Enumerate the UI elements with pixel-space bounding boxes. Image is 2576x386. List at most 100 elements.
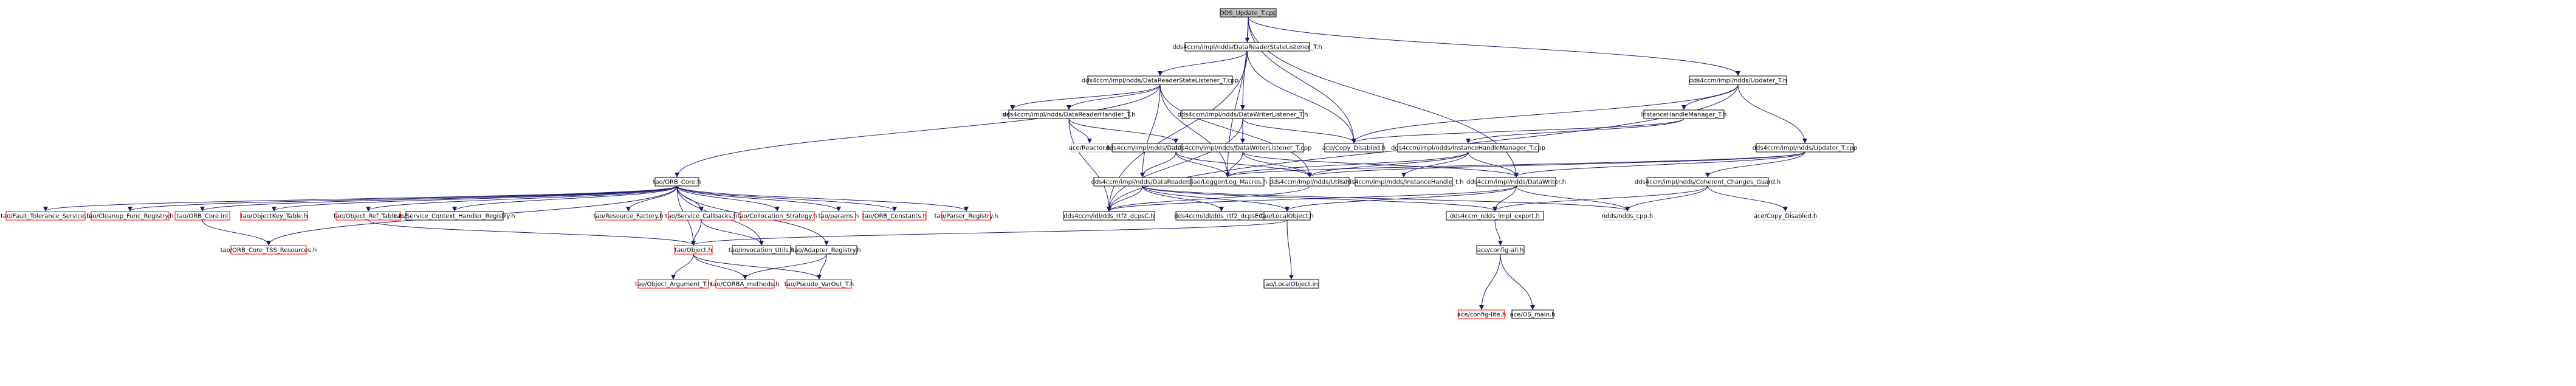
node-localobj_inl[interactable]: tao/LocalObject.inl xyxy=(1263,279,1320,289)
edge-drsl_h-to-copy_dis xyxy=(1247,50,1356,143)
edge-object-to-corba_m xyxy=(693,253,747,280)
node-label: dds4ccm/impl/ndds/Updater_T.h xyxy=(1689,78,1787,84)
node-localobj[interactable]: tao/LocalObject.h xyxy=(1260,211,1314,221)
node-box xyxy=(1190,177,1265,187)
node-object[interactable]: tao/Object.h xyxy=(674,245,713,255)
node-fts[interactable]: tao/Fault_Tolerance_Service.h xyxy=(1,211,91,221)
edge-drsl_h-to-drsl_cpp xyxy=(1158,50,1248,76)
edge-upd_cpp-to-logger xyxy=(1225,151,1805,177)
node-objarg[interactable]: tao/Object_Argument_T.h xyxy=(635,279,712,289)
node-label: tao/Adapter_Registry.h xyxy=(792,247,860,254)
edge-svccb-to-invoc xyxy=(701,219,764,246)
node-label: tao/Service_Context_Handler_Registry.h xyxy=(394,213,515,220)
node-label: dds4ccm/impl/ndds/InstanceHandleManager_… xyxy=(1391,145,1545,152)
node-label: tao/Collocation_Strategy.h xyxy=(737,213,817,220)
node-drh_h[interactable]: dds4ccm/impl/ndds/DataReaderHandler_T.h xyxy=(1002,109,1136,119)
node-box xyxy=(1087,75,1233,85)
edge-adapter-to-pseudo xyxy=(817,253,827,280)
edge-drh_h-to-reactor xyxy=(1068,118,1092,143)
node-box xyxy=(941,211,991,221)
node-dwl_cpp[interactable]: dds4ccm/impl/ndds/DataWriterListener_T.c… xyxy=(1174,143,1312,153)
node-label: tao/Cleanup_Func_Registry.h xyxy=(86,213,173,220)
node-upd_h[interactable]: dds4ccm/impl/ndds/Updater_T.h xyxy=(1689,75,1787,85)
edge-drsl_cpp-to-datareader xyxy=(1140,84,1161,177)
node-ddsec[interactable]: dds4ccm/idl/dds_rtf2_dcpsEC.h xyxy=(1174,211,1269,221)
node-ndds_cpp[interactable]: ndds/ndds_cpp.h xyxy=(1602,211,1654,221)
node-datareader[interactable]: dds4ccm/impl/ndds/DataReader.h xyxy=(1091,177,1194,187)
node-datawriter[interactable]: dds4ccm/impl/ndds/DataWriter.h xyxy=(1466,177,1566,187)
node-upd_cpp[interactable]: dds4ccm/impl/ndds/Updater_T.cpp xyxy=(1753,143,1858,153)
node-adapter[interactable]: tao/Adapter_Registry.h xyxy=(792,245,861,255)
edge-orb_core-to-fts xyxy=(43,185,678,212)
node-invoc[interactable]: tao/Invocation_Utils.h xyxy=(729,245,794,255)
node-tss[interactable]: tao/ORB_Core_TSS_Resources.h xyxy=(221,245,317,255)
node-parser[interactable]: tao/Parser_Registry.h xyxy=(935,211,998,221)
node-box xyxy=(91,211,170,221)
node-box xyxy=(1071,143,1108,153)
edge-drh_cpp-to-utils xyxy=(1175,151,1312,177)
edge-orb_core-to-colloc xyxy=(676,185,780,212)
node-insth[interactable]: dds4ccm/impl/ndds/InstanceHandle_t.h xyxy=(1344,177,1464,187)
node-box xyxy=(1184,42,1310,52)
node-corba_m[interactable]: tao/CORBA_methods.h xyxy=(710,279,780,289)
node-ort[interactable]: tao/Object_Ref_Table.h xyxy=(334,211,403,221)
node-box xyxy=(740,211,815,221)
node-label: dds4ccm/impl/ndds/DataWriterListener_T.h xyxy=(1177,112,1308,119)
node-ihm_h[interactable]: InstanceHandleManager_T.h xyxy=(1641,109,1727,119)
node-resf[interactable]: tao/Resource_Factory.h xyxy=(593,211,664,221)
node-svccb[interactable]: tao/Service_Callbacks.h xyxy=(665,211,738,221)
node-label: tao/ObjectKey_Table.h xyxy=(241,213,308,220)
edge-object-to-objarg xyxy=(671,253,694,280)
node-drsl_h[interactable]: dds4ccm/impl/ndds/DataReaderStateListene… xyxy=(1172,42,1322,52)
edge-datawriter-to-ddsc xyxy=(1107,185,1517,212)
node-drsl_cpp[interactable]: dds4ccm/impl/ndds/DataReaderStateListene… xyxy=(1082,75,1238,85)
node-box xyxy=(1263,279,1319,289)
node-orbconst[interactable]: tao/ORB_Constants.h xyxy=(862,211,927,221)
edge-root-to-logger xyxy=(1225,16,1249,177)
node-copy_dis2[interactable]: ace/Copy_Disabled.h xyxy=(1754,211,1817,221)
edge-utils-to-ddsc xyxy=(1107,185,1310,212)
edge-root-to-upd_h xyxy=(1248,16,1740,76)
node-label: dds4ccm/impl/ndds/Updater_T.cpp xyxy=(1753,145,1858,152)
node-root[interactable]: DDS_Update_T.cpp xyxy=(1220,8,1277,18)
node-label: dds4ccm/impl/ndds/DataReaderHandler_T.h xyxy=(1002,112,1135,119)
node-box xyxy=(1269,177,1350,187)
node-reactor[interactable]: ace/Reactor.h xyxy=(1069,143,1110,153)
node-logger[interactable]: ciao/Logger/Log_Macros.h xyxy=(1188,177,1267,187)
node-schr[interactable]: tao/Service_Context_Handler_Registry.h xyxy=(394,211,515,221)
node-ihm_cpp[interactable]: dds4ccm/impl/ndds/InstanceHandleManager_… xyxy=(1391,143,1545,153)
node-utils[interactable]: dds4ccm/impl/ndds/Utils.h xyxy=(1269,177,1350,187)
node-pseudo[interactable]: tao/Pseudo_VarOut_T.h xyxy=(785,279,854,289)
node-dwl_h[interactable]: dds4ccm/impl/ndds/DataWriterListener_T.h xyxy=(1177,109,1308,119)
node-label: tao/LocalObject.inl xyxy=(1263,281,1319,288)
node-box xyxy=(1476,177,1556,187)
node-box xyxy=(1756,211,1815,221)
edge-orb_core-to-params xyxy=(676,185,841,212)
node-orb_core[interactable]: tao/ORB_Core.h xyxy=(653,177,701,187)
node-cfr[interactable]: tao/Cleanup_Func_Registry.h xyxy=(86,211,174,221)
node-colloc[interactable]: tao/Collocation_Strategy.h xyxy=(737,211,817,221)
node-configall[interactable]: ace/config-all.h xyxy=(1476,245,1525,255)
node-export[interactable]: dds4ccm_ndds_impl_export.h xyxy=(1446,211,1544,221)
node-params[interactable]: tao/params.h xyxy=(819,211,859,221)
node-copy_dis[interactable]: ace/Copy_Disabled.h xyxy=(1322,143,1386,153)
node-ddsc[interactable]: dds4ccm/idl/dds_rtf2_dcpsC.h xyxy=(1063,211,1155,221)
node-ccg[interactable]: dds4ccm/impl/ndds/Coherent_Changes_Guard… xyxy=(1635,177,1781,187)
node-box xyxy=(1689,75,1787,85)
node-label: dds4ccm/impl/ndds/DataReaderStateListene… xyxy=(1172,44,1322,51)
node-configlite[interactable]: ace/config-lite.h xyxy=(1457,309,1506,319)
edge-ihm_cpp-to-utils xyxy=(1307,151,1469,177)
edge-ihm_h-to-copy_dis xyxy=(1352,118,1685,143)
node-box xyxy=(1355,177,1453,187)
node-box xyxy=(821,211,856,221)
node-layer: DDS_Update_T.cpp dds4ccm/impl/ndds/DataRe… xyxy=(1,8,1858,319)
node-label: ciao/Logger/Log_Macros.h xyxy=(1188,179,1267,186)
edge-orb_core-to-okt xyxy=(272,185,678,212)
node-osmain[interactable]: ace/OS_main.h xyxy=(1510,309,1556,319)
node-label: tao/ORB_Core.h xyxy=(653,179,701,186)
node-okt[interactable]: tao/ObjectKey_Table.h xyxy=(240,211,308,221)
node-label: tao/LocalObject.h xyxy=(1260,213,1314,220)
node-orbcore_inl[interactable]: tao/ORB_Core.inl xyxy=(174,211,230,221)
node-label: tao/Fault_Tolerance_Service.h xyxy=(1,213,91,220)
